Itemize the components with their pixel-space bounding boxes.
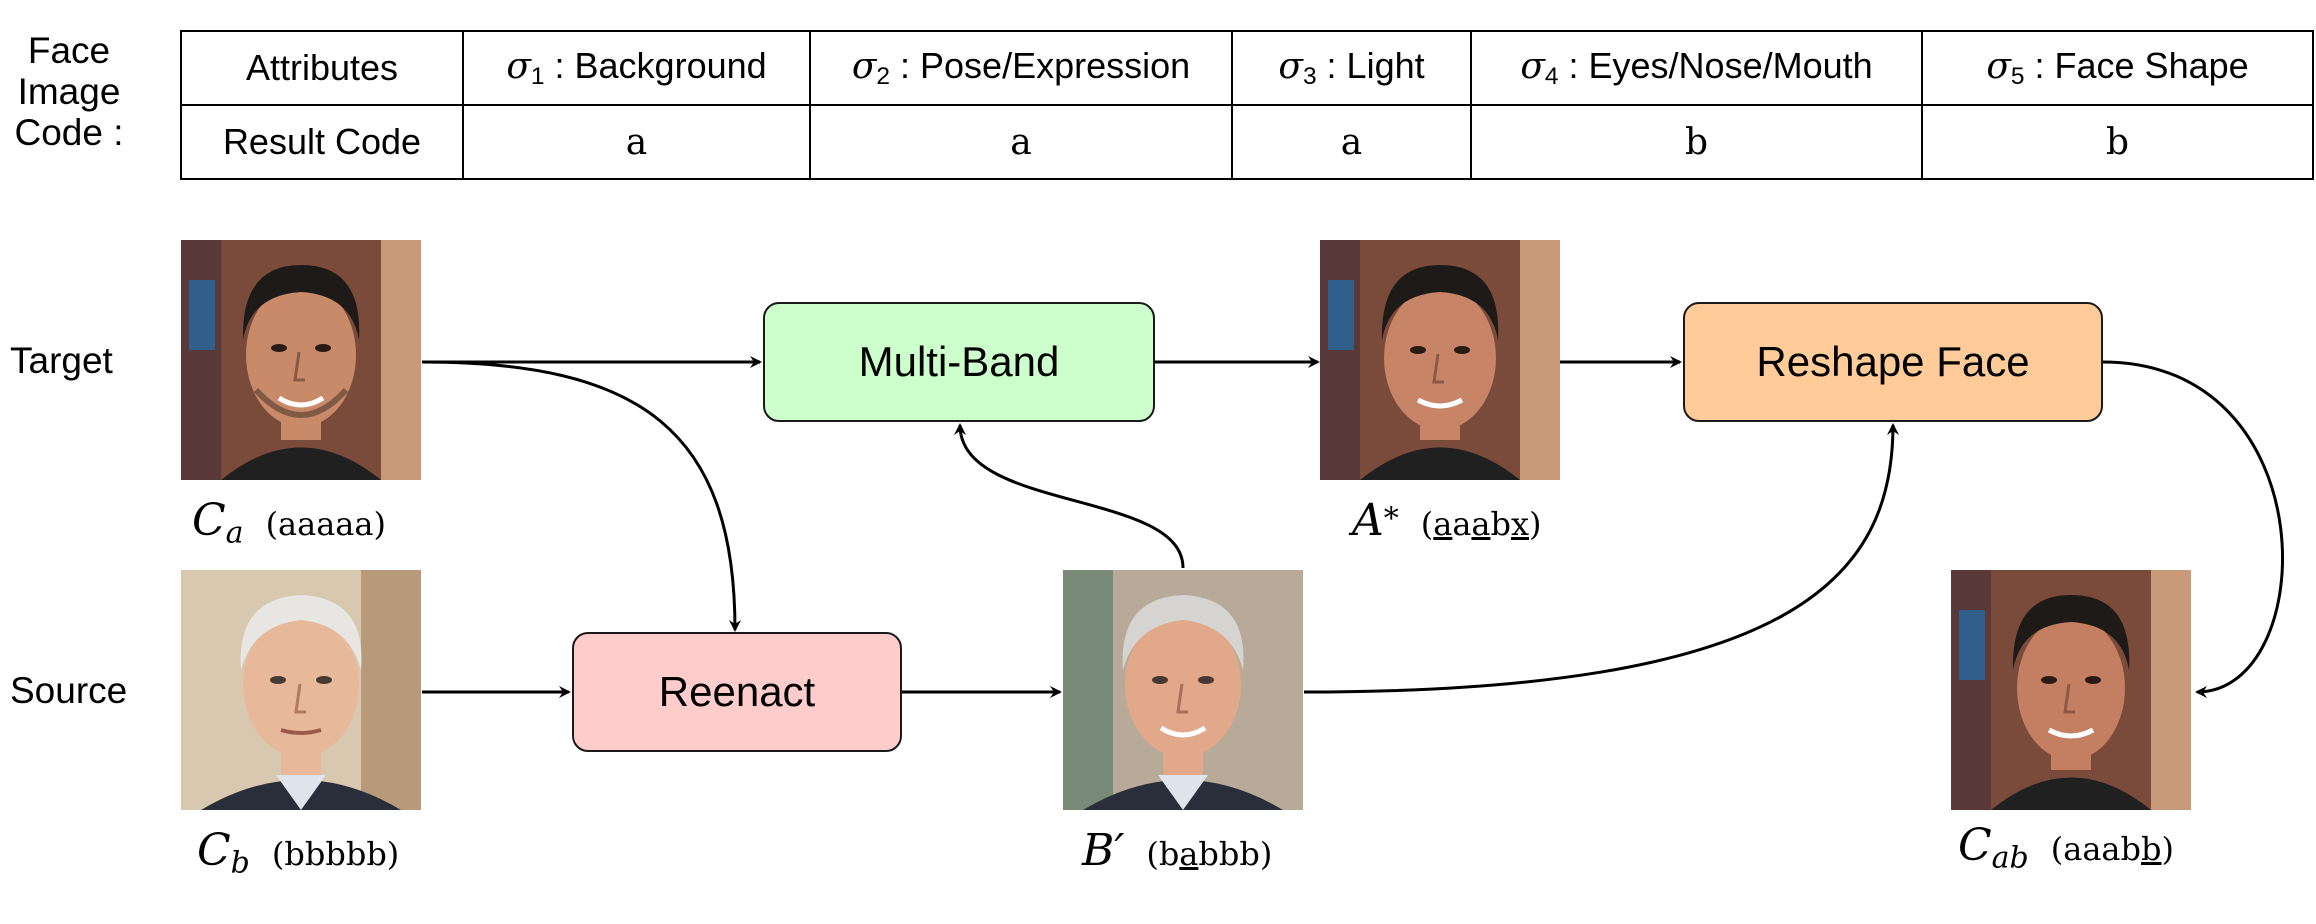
attribute-name: : Light [1316, 44, 1425, 86]
multi-band-box: Multi-Band [763, 302, 1155, 422]
attribute-code-table: Attributes σ1 : Background σ2 : Pose/Exp… [180, 30, 2314, 180]
source-row-label: Source [10, 670, 128, 711]
caption-subscript: ab [1991, 840, 2029, 876]
code-part: b [1490, 505, 1511, 543]
caption-subscript: a [225, 515, 244, 551]
sigma-symbol: σ [506, 45, 531, 87]
code-part-underlined: x [1510, 505, 1530, 543]
caption-symbol: C [1958, 820, 1992, 871]
arrow-ca-to-reenact [421, 360, 741, 632]
caption-symbol: B′ [1082, 825, 1125, 876]
caption-cb: Cb (bbbbb) [197, 825, 399, 881]
sigma-index: 2 [876, 63, 891, 91]
result-cell-pose: a [809, 104, 1233, 180]
caption-code: (bbbbb) [272, 835, 399, 873]
multiband-result-photo [1320, 240, 1560, 480]
code-part: (bbbbb) [271, 835, 400, 873]
caption-code: (babbb) [1146, 835, 1272, 873]
caption-bprime: B′ (babbb) [1082, 825, 1272, 876]
reenact-box: Reenact [572, 632, 902, 752]
sigma-symbol: σ [1520, 45, 1545, 87]
caption-code: (aaabb) [2051, 830, 2174, 868]
caption-ca: Ca (aaaaa) [192, 495, 386, 551]
code-part-underlined: a [1179, 835, 1199, 873]
caption-symbol: C [197, 825, 231, 876]
result-code-header-cell: Result Code [180, 104, 464, 180]
result-code-row: Result Code a a a b b [180, 104, 2314, 180]
caption-subscript: b [230, 845, 250, 881]
code-part: a [1452, 505, 1472, 543]
sigma-index: 4 [1544, 63, 1559, 91]
sigma-index: 5 [2010, 63, 2025, 91]
caption-symbol: A [1352, 495, 1384, 546]
attributes-row: Attributes σ1 : Background σ2 : Pose/Exp… [180, 30, 2314, 106]
source-face-photo [181, 570, 421, 810]
result-cell-light: a [1231, 104, 1472, 180]
caption-symbol: C [192, 495, 226, 546]
caption-code: (aaaaa) [266, 505, 386, 543]
attribute-cell-background: σ1 : Background [462, 30, 811, 106]
result-cell-face-shape: b [1921, 104, 2314, 180]
code-part: ( [1420, 505, 1434, 543]
code-part-underlined: b [2140, 830, 2162, 868]
code-part: (aaab [2050, 830, 2141, 868]
arrow-bprime-to-multiband [954, 423, 1185, 569]
code-label-line-3: Code : [14, 112, 124, 153]
attribute-name: : Pose/Expression [890, 44, 1191, 86]
code-label-line-2: Image [17, 71, 121, 112]
caption-code: (aaabx) [1421, 505, 1542, 543]
code-part: ) [2161, 830, 2174, 868]
caption-cab: Cab (aaabb) [1958, 820, 2174, 876]
caption-superscript: * [1383, 501, 1399, 537]
arrow-bprime-to-reshape [1303, 423, 1899, 694]
attributes-header-cell: Attributes [180, 30, 464, 106]
code-part-underlined: a [1471, 505, 1491, 543]
code-label-line-1: Face [27, 30, 111, 71]
arrow-reshape-to-cab [2102, 360, 2284, 698]
final-swap-photo [1951, 570, 2191, 810]
code-part: bbb) [1198, 835, 1273, 873]
attribute-name: : Face Shape [2024, 44, 2249, 86]
code-part: (aaaaa) [265, 505, 386, 543]
reenacted-source-photo [1063, 570, 1303, 810]
sigma-symbol: σ [1278, 45, 1303, 87]
attribute-name: : Eyes/Nose/Mouth [1558, 44, 1873, 86]
face-image-code-label: Face Image Code : [4, 30, 134, 153]
target-row-label: Target [10, 340, 113, 381]
attribute-name: : Background [544, 44, 767, 86]
sigma-index: 1 [530, 63, 545, 91]
reshape-face-box: Reshape Face [1683, 302, 2103, 422]
sigma-symbol: σ [1986, 45, 2011, 87]
code-part: (b [1146, 835, 1180, 873]
sigma-index: 3 [1302, 63, 1317, 91]
code-part: ) [1529, 505, 1542, 543]
result-cell-eyes: b [1470, 104, 1923, 180]
attribute-cell-face-shape: σ5 : Face Shape [1921, 30, 2314, 106]
sigma-symbol: σ [851, 45, 877, 87]
code-part-underlined: a [1433, 505, 1453, 543]
attribute-cell-light: σ3 : Light [1231, 30, 1472, 106]
attribute-cell-pose: σ2 : Pose/Expression [809, 30, 1233, 106]
caption-astar: A*(aaabx) [1352, 495, 1542, 546]
result-cell-background: a [462, 104, 811, 180]
target-face-photo [181, 240, 421, 480]
attribute-cell-eyes: σ4 : Eyes/Nose/Mouth [1470, 30, 1923, 106]
